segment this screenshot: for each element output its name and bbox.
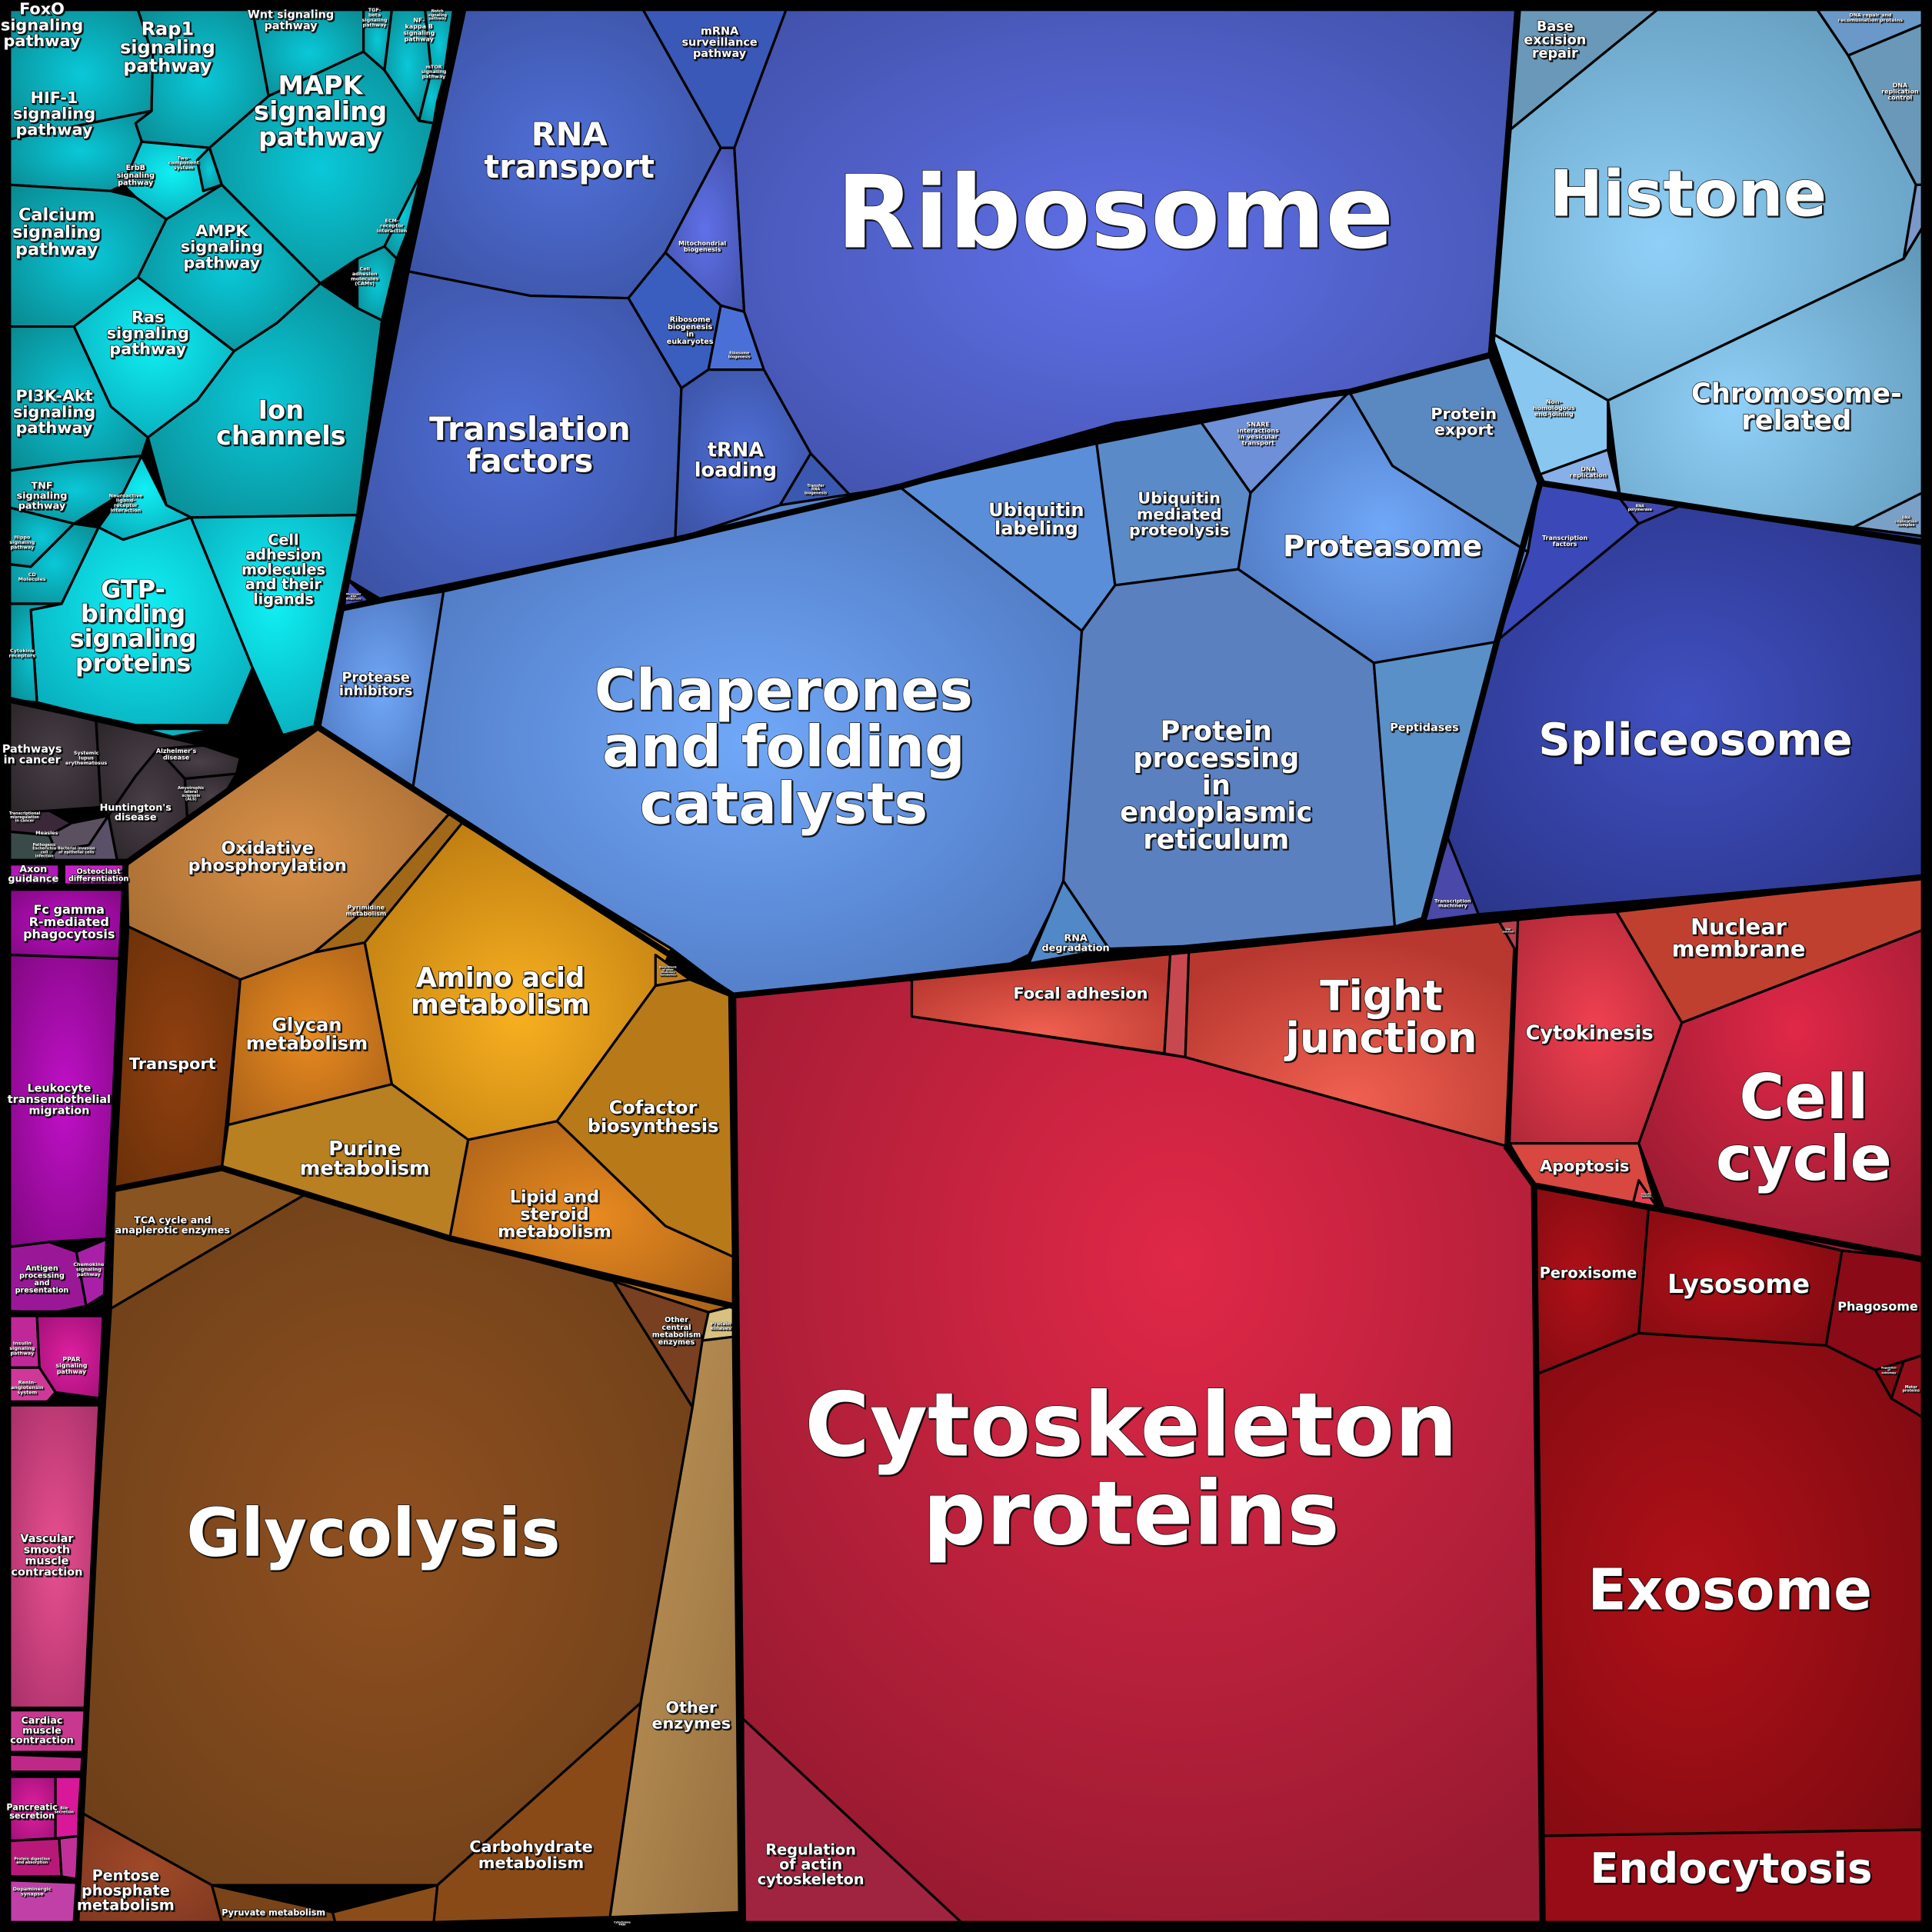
cell-insulin[interactable]: [8, 1314, 41, 1369]
cell-fcg[interactable]: [8, 888, 125, 960]
cell-exosome[interactable]: [1536, 1331, 1924, 1837]
cell-dopa[interactable]: [8, 1879, 78, 1924]
cell-pancreatic[interactable]: [8, 1775, 57, 1843]
cell-axon[interactable]: [8, 861, 61, 886]
cell-osteo[interactable]: [62, 861, 128, 886]
cell-leuko[interactable]: [8, 953, 121, 1248]
cell-protdig[interactable]: [8, 1837, 63, 1878]
cell-antigen[interactable]: [8, 1241, 88, 1315]
cell-endocytosis[interactable]: [1541, 1828, 1924, 1924]
cell-cardiac[interactable]: [8, 1709, 88, 1754]
cell-vaso[interactable]: [8, 1753, 85, 1774]
group-dna: [1489, 8, 1924, 544]
cell-pathecoli[interactable]: [8, 830, 57, 861]
group-organelles: [1532, 1184, 1924, 1924]
